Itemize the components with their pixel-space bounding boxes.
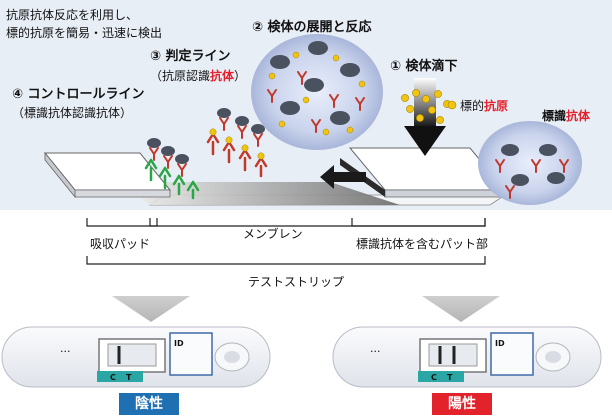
flow-arrow-icon: [320, 165, 366, 189]
test-strip-label: テストストリップ: [248, 275, 344, 289]
intro-line-2: 標的抗原を簡易・迅速に検出: [6, 25, 162, 40]
cassette-positive: ··· C T ID: [332, 326, 602, 388]
control-line: [144, 138, 200, 200]
window-c-label: C: [110, 373, 116, 382]
legend-target-antigen: 標的抗原: [460, 98, 508, 113]
window-t-label: T: [126, 373, 132, 382]
labeled-antibody-bubble: [478, 121, 582, 205]
id-box-label: ID: [174, 339, 184, 348]
test-line: [206, 108, 268, 178]
window-t-label: T: [447, 373, 453, 382]
step-4-sublabel: （標識抗体認識抗体）: [12, 105, 132, 120]
result-negative-badge: 陰性: [119, 393, 179, 415]
arrow-down-left-icon: [112, 296, 190, 322]
intro-line-1: 抗原抗体反応を利用し、: [6, 7, 138, 22]
part-brackets: [86, 218, 486, 265]
cassette-dots: ···: [60, 345, 71, 358]
intro-text: 抗原抗体反応を利用し、 標的抗原を簡易・迅速に検出: [6, 7, 162, 40]
reaction-bubble: [251, 34, 383, 150]
window-c-label: C: [431, 373, 437, 382]
cassette-dots: ···: [370, 345, 381, 358]
step-3-sublabel: （抗原認識抗体）: [150, 68, 246, 83]
absorbent-pad: [43, 151, 172, 199]
legend-labeled-antibody: 標識抗体: [542, 108, 591, 123]
step-3-label: ③ 判定ライン: [150, 48, 231, 64]
legend-antigen-icon: [447, 100, 457, 110]
step-4-label: ④ コントロールライン: [12, 87, 145, 102]
step-1-label: ① 検体滴下: [390, 58, 458, 74]
membrane-label: メンブレン: [243, 226, 303, 241]
conjugate-pad-label: 標識抗体を含むパット部: [356, 236, 488, 251]
step-2-label: ② 検体の展開と反応: [252, 19, 372, 35]
cassette-negative: ··· C T ID: [1, 326, 271, 388]
arrow-down-right-icon: [422, 296, 500, 322]
absorbent-pad-label: 吸収パッド: [90, 237, 150, 251]
result-positive-badge: 陽性: [432, 393, 492, 415]
id-box-label: ID: [495, 339, 505, 348]
